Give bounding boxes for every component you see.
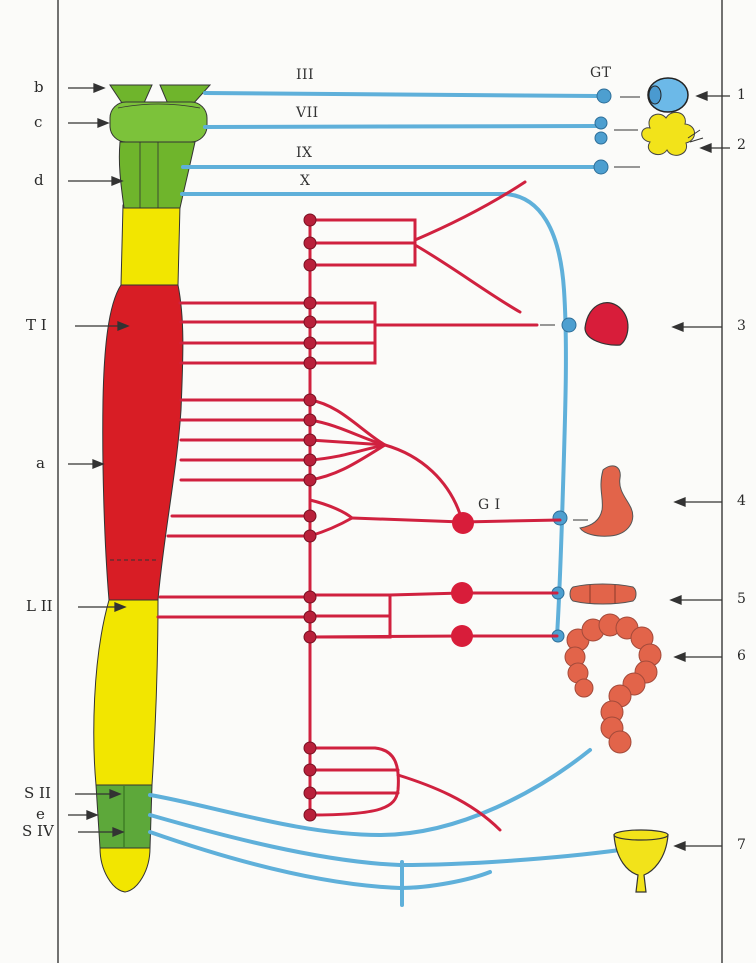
bladder-icon <box>614 830 668 892</box>
pons <box>110 102 207 142</box>
label-organ-5: 5 <box>737 592 746 606</box>
otic-ganglion <box>594 160 608 174</box>
stomach-icon <box>580 466 633 536</box>
colon-icon <box>565 614 661 753</box>
cervical-segment <box>121 205 180 285</box>
parasympathetic-fibers <box>150 93 620 905</box>
brainstem <box>110 85 210 208</box>
label-organ-4: 4 <box>737 494 746 508</box>
midbrain <box>110 85 152 103</box>
salivary-gland-icon <box>642 112 703 155</box>
ciliary-ganglion <box>597 89 611 103</box>
lumbar-segment <box>94 600 158 785</box>
label-gt: GT <box>590 66 612 80</box>
small-intestine-icon <box>570 584 636 604</box>
heart-icon <box>585 303 628 345</box>
label-a: a <box>36 456 45 471</box>
label-t1: T I <box>26 318 47 333</box>
celiac-ganglion <box>452 512 474 534</box>
nerve-x-fiber <box>182 194 566 636</box>
superior-mesenteric-ganglion <box>451 582 473 604</box>
label-gi: G I <box>478 498 501 512</box>
label-nerve-vii: VII <box>296 106 319 120</box>
label-b: b <box>34 80 44 95</box>
submandibular-ganglion <box>595 132 607 144</box>
label-e: e <box>36 807 45 822</box>
eye-icon <box>648 78 688 112</box>
label-l2: L II <box>26 599 53 614</box>
pterygopalatine-ganglion <box>595 117 607 129</box>
label-s4: S IV <box>22 824 54 839</box>
pelvic-fiber-3 <box>150 832 490 888</box>
medulla <box>119 142 195 208</box>
nerve-vii-fiber <box>205 126 598 127</box>
label-organ-1: 1 <box>737 88 746 102</box>
nerve-iii-fiber <box>205 93 598 96</box>
label-organ-2: 2 <box>737 138 746 152</box>
thoracolumbar-segment <box>103 285 183 600</box>
inferior-mesenteric-ganglion <box>451 625 473 647</box>
label-s2: S II <box>24 786 51 801</box>
prevertebral-ganglia <box>451 512 474 647</box>
label-nerve-x: X <box>300 174 310 188</box>
label-organ-7: 7 <box>737 838 746 852</box>
label-d: d <box>34 173 44 188</box>
spinal-cord <box>94 205 183 892</box>
label-c: c <box>34 115 42 130</box>
label-organ-3: 3 <box>737 319 746 333</box>
label-nerve-ix: IX <box>296 146 313 160</box>
pelvic-fiber-2 <box>150 815 620 865</box>
label-nerve-iii: III <box>296 68 314 82</box>
cord-tip <box>100 848 150 892</box>
label-organ-6: 6 <box>737 649 746 663</box>
